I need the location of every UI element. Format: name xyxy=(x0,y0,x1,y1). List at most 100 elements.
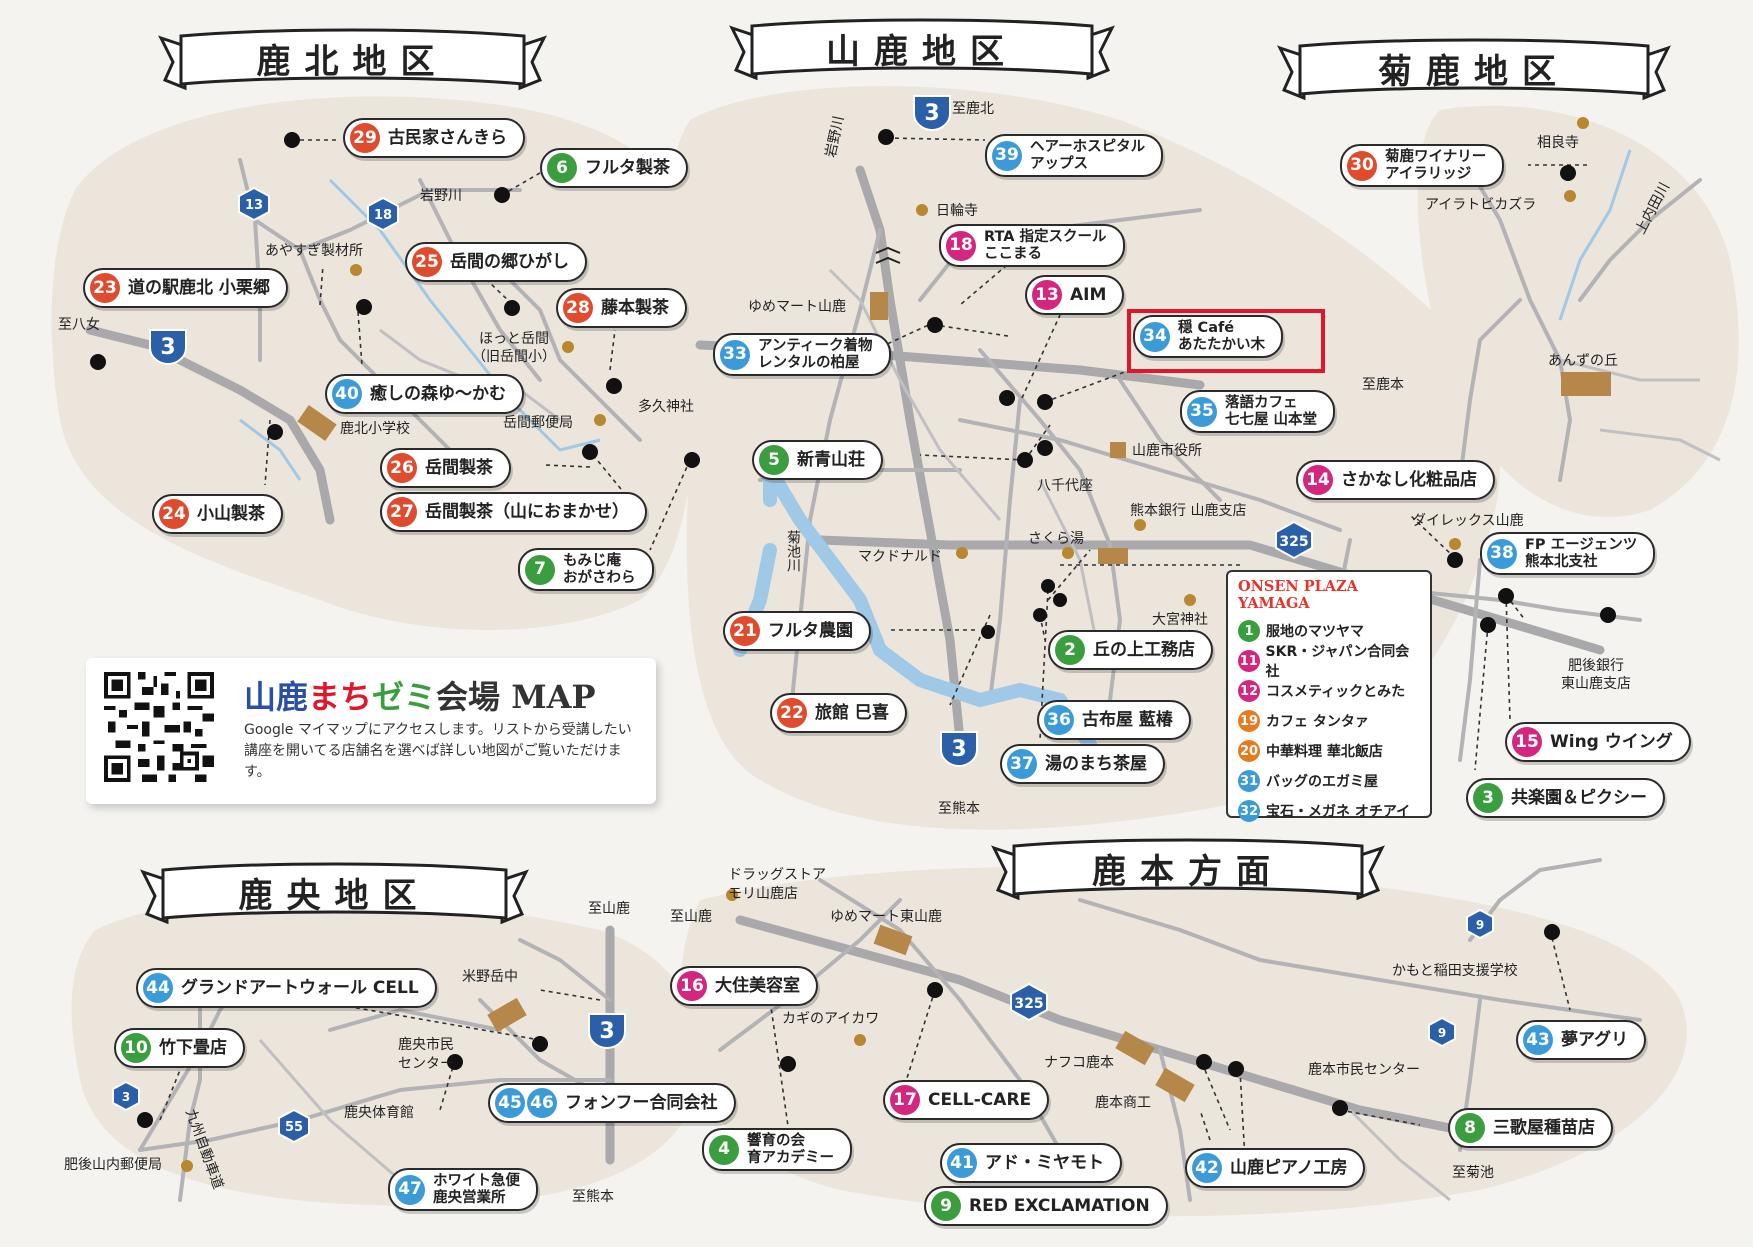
shop-name: 響育の会 育アカデミー xyxy=(747,1133,834,1166)
place-label: 至菊池 xyxy=(1452,1165,1494,1181)
svg-text:325: 325 xyxy=(1014,996,1043,1012)
map-description: Google マイマップにアクセスします。リストから受講したい講座を開いてる店舗… xyxy=(244,722,632,780)
district-banner-kamoto: 鹿本方面 xyxy=(988,838,1388,901)
shop-name: グランドアートウォール CELL xyxy=(181,977,419,998)
place-label: 熊本銀行 山鹿支店 xyxy=(1130,503,1247,519)
shop-name: 大住美容室 xyxy=(715,975,800,996)
shop-name: 道の駅鹿北 小栗郷 xyxy=(128,277,270,298)
shop-name: 竹下畳店 xyxy=(159,1037,227,1058)
shop-name: 湯のまち茶屋 xyxy=(1045,753,1147,774)
shop-number-badge: 34 xyxy=(1140,321,1170,352)
shop-label-8[interactable]: 8 三歌屋種苗店 xyxy=(1448,1108,1613,1148)
place-label: かもと稲田支援学校 xyxy=(1392,963,1518,979)
shop-number-badge: 24 xyxy=(159,499,189,529)
place-label: ドラッグストア モリ山鹿店 xyxy=(728,867,826,902)
place-label: あやすぎ製材所 xyxy=(265,243,363,259)
shop-number-badge: 28 xyxy=(563,293,593,323)
svg-text:13: 13 xyxy=(245,198,263,213)
qr-code-icon[interactable] xyxy=(104,672,214,782)
place-label: 至鹿本 xyxy=(1362,377,1404,393)
shop-label-40[interactable]: 40 癒しの森ゆ～かむ xyxy=(325,374,524,414)
shop-name: アド・ミヤモト xyxy=(985,1152,1104,1173)
place-label: 鹿央市民 センター xyxy=(398,1037,454,1072)
place-label: さくら湯 xyxy=(1028,531,1084,547)
shop-name: カフェ タンタァ xyxy=(1266,714,1369,730)
place-label: あんずの丘 xyxy=(1548,353,1618,369)
place-label: 至熊本 xyxy=(938,801,980,817)
place-label: 至山鹿 xyxy=(670,909,712,925)
district-banner-kahoku: 鹿北地区 xyxy=(155,28,550,91)
shop-name: ホワイト急便 鹿央営業所 xyxy=(433,1173,520,1206)
place-label: 至熊本 xyxy=(572,1189,614,1205)
shop-name: Wing ウイング xyxy=(1550,731,1673,752)
svg-text:3: 3 xyxy=(122,1090,130,1104)
shop-name: 山鹿ピアノ工房 xyxy=(1230,1157,1348,1178)
shop-name: 三歌屋種苗店 xyxy=(1493,1117,1595,1138)
shop-number-badge: 11 xyxy=(1238,650,1260,672)
shop-number-badge: 27 xyxy=(387,497,417,527)
shop-number-badge: 8 xyxy=(1455,1113,1485,1143)
qr-info-card[interactable]: 山鹿まちゼミ会場 MAP Google マイマップにアクセスします。リストから受… xyxy=(86,658,656,804)
shop-number-badge: 38 xyxy=(1487,538,1517,569)
shop-name: 菊鹿ワイナリー アイラリッジ xyxy=(1385,149,1487,182)
shop-number-badge: 40 xyxy=(332,379,362,409)
shop-number-badge: 16 xyxy=(677,971,707,1001)
shop-number-badge: 36 xyxy=(1044,705,1074,735)
shop-name: 癒しの森ゆ～かむ xyxy=(370,383,506,404)
shop-number-badge: 45 xyxy=(495,1088,525,1118)
shop-label-16[interactable]: 16 大住美容室 xyxy=(670,966,818,1006)
shop-name: 中華料理 華北飯店 xyxy=(1266,744,1383,760)
svg-text:55: 55 xyxy=(285,1120,303,1135)
map-title: 山鹿まちゼミ会場 MAP xyxy=(244,678,596,716)
svg-text:9: 9 xyxy=(1476,918,1484,932)
shop-number-badge: 29 xyxy=(350,123,380,153)
place-label: ゆめマート東山鹿 xyxy=(830,909,942,925)
shop-number-badge: 39 xyxy=(992,140,1022,171)
place-label: ダイレックス山鹿 xyxy=(1412,513,1524,529)
shop-name: 夢アグリ xyxy=(1561,1029,1629,1050)
